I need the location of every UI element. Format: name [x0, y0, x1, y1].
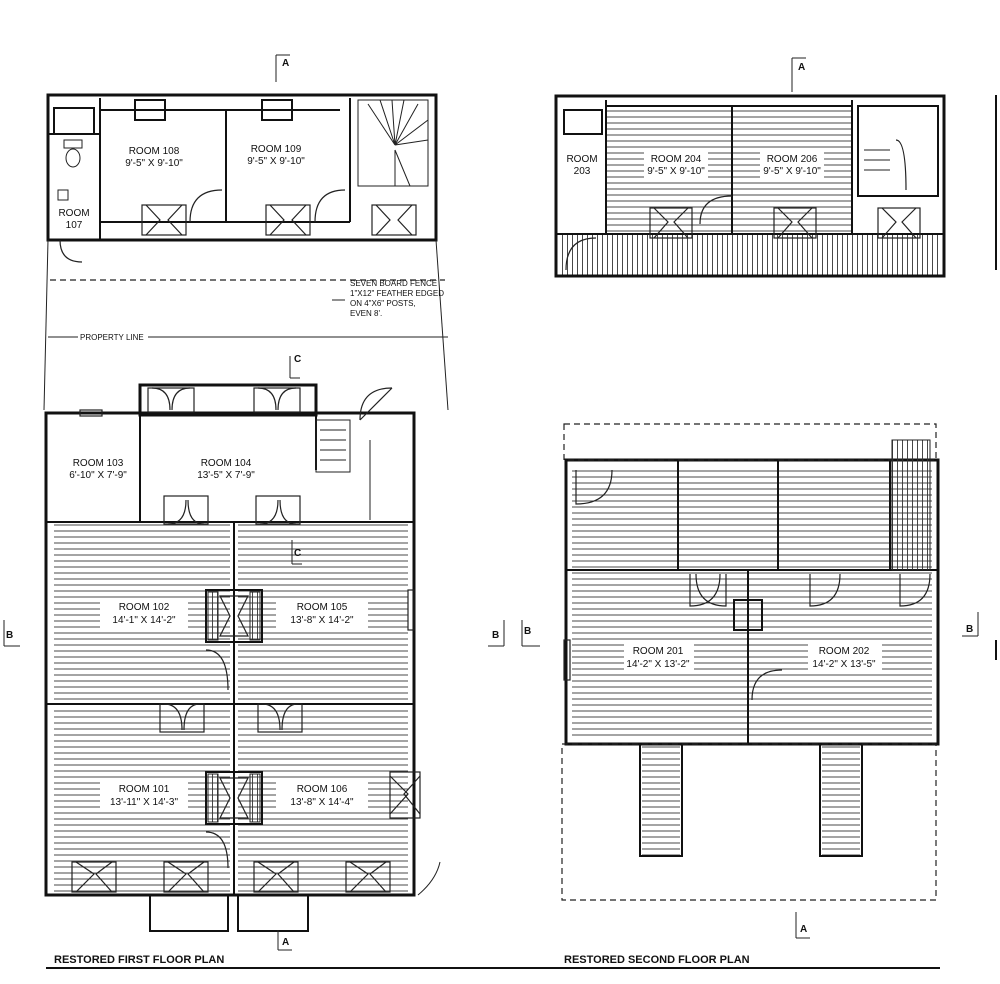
door-swing-icon [59, 239, 83, 263]
room-107-num: 107 [66, 220, 83, 231]
room-206-name: ROOM 206 [767, 154, 818, 165]
main-house-first-floor: C C ROOM 103 6'-10" X 7'-9" ROOM 104 13'… [44, 354, 441, 932]
room-101-dims: 13'-11" X 14'-3" [110, 797, 178, 808]
room-103-dims: 6'-10" X 7'-9" [69, 470, 127, 481]
second-floor-title: RESTORED SECOND FLOOR PLAN [564, 954, 750, 966]
door-swing-icon [699, 195, 733, 225]
french-doors-icon [71, 387, 421, 893]
room-201-dims: 14'-2" X 13'-2" [626, 659, 690, 670]
room-105-name: ROOM 105 [297, 602, 348, 613]
section-a-mark-top-2: A [798, 62, 805, 73]
section-b-mark-left-2: B [524, 626, 531, 637]
fireplace-icon [205, 589, 263, 825]
room-106-dims: 13'-8" X 14'-4" [290, 797, 354, 808]
spiral-stair-icon [357, 99, 429, 187]
room-106-name: ROOM 106 [297, 784, 348, 795]
section-c-mark-mid: C [294, 548, 301, 559]
room-104-dims: 13'-5" X 7'-9" [197, 470, 255, 481]
first-floor-title: RESTORED FIRST FLOOR PLAN [54, 954, 224, 966]
fence-note-line-1: SEVEN BOARD FENCE [350, 279, 437, 288]
section-a-mark-bottom-2: A [800, 924, 807, 935]
section-b-mark-left: B [6, 630, 13, 641]
fence-note-line-4: EVEN 8'. [350, 309, 382, 318]
outbuilding-first-floor: ROOM 108 9'-5" X 9'-10" ROOM 109 9'-5" X… [46, 93, 438, 263]
section-a-mark-top: A [282, 58, 289, 69]
room-104-name: ROOM 104 [201, 458, 252, 469]
room-108-dims: 9'-5" X 9'-10" [125, 158, 183, 169]
door-swing-icon [205, 831, 229, 869]
room-202-name: ROOM 202 [819, 646, 870, 657]
fence-note-line-2: 1"X12" FEATHER EDGED [350, 289, 444, 298]
section-b-mark-right-2: B [966, 624, 973, 635]
section-a-mark-bottom: A [282, 937, 289, 948]
room-102-dims: 14'-1" X 14'-2" [112, 615, 176, 626]
property-line-label: PROPERTY LINE [80, 333, 144, 342]
room-109-dims: 9'-5" X 9'-10" [247, 156, 305, 167]
room-101-name: ROOM 101 [119, 784, 170, 795]
door-swing-icon [575, 469, 613, 505]
room-202-dims: 14'-2" X 13'-5" [812, 659, 876, 670]
second-floor-plan: ROOM 204 9'-5" X 9'-10" ROOM 206 9'-5" X… [521, 57, 979, 966]
room-102-name: ROOM 102 [119, 602, 170, 613]
room-204-name: ROOM 204 [651, 154, 702, 165]
room-204-dims: 9'-5" X 9'-10" [647, 166, 705, 177]
room-107-name: ROOM [58, 208, 89, 219]
section-b-mark-right: B [492, 630, 499, 641]
room-109-name: ROOM 109 [251, 144, 302, 155]
french-doors-icon [141, 204, 417, 236]
room-105-dims: 13'-8" X 14'-2" [290, 615, 354, 626]
door-swing-icon [359, 387, 393, 421]
room-203-name: ROOM [566, 154, 597, 165]
section-c-mark-top: C [294, 354, 301, 365]
outbuilding-second-floor: ROOM 204 9'-5" X 9'-10" ROOM 206 9'-5" X… [554, 94, 946, 278]
first-floor-plan: ROOM 108 9'-5" X 9'-10" ROOM 109 9'-5" X… [3, 54, 940, 969]
fence-note-line-3: ON 4"X6" POSTS, [350, 299, 416, 308]
door-swing-icon [565, 237, 597, 271]
room-108-name: ROOM 108 [129, 146, 180, 157]
door-swing-icon [205, 649, 229, 691]
room-203-num: 203 [574, 166, 591, 177]
room-206-dims: 9'-5" X 9'-10" [763, 166, 821, 177]
main-house-second-floor: ROOM 201 14'-2" X 13'-2" ROOM 202 14'-2"… [561, 423, 940, 901]
room-201-name: ROOM 201 [633, 646, 684, 657]
toilet-icon [63, 139, 83, 168]
french-doors-icon [649, 207, 921, 239]
yard: PROPERTY LINE SEVEN BOARD FENCE 1"X12" F… [43, 239, 449, 411]
room-103-name: ROOM 103 [73, 458, 124, 469]
